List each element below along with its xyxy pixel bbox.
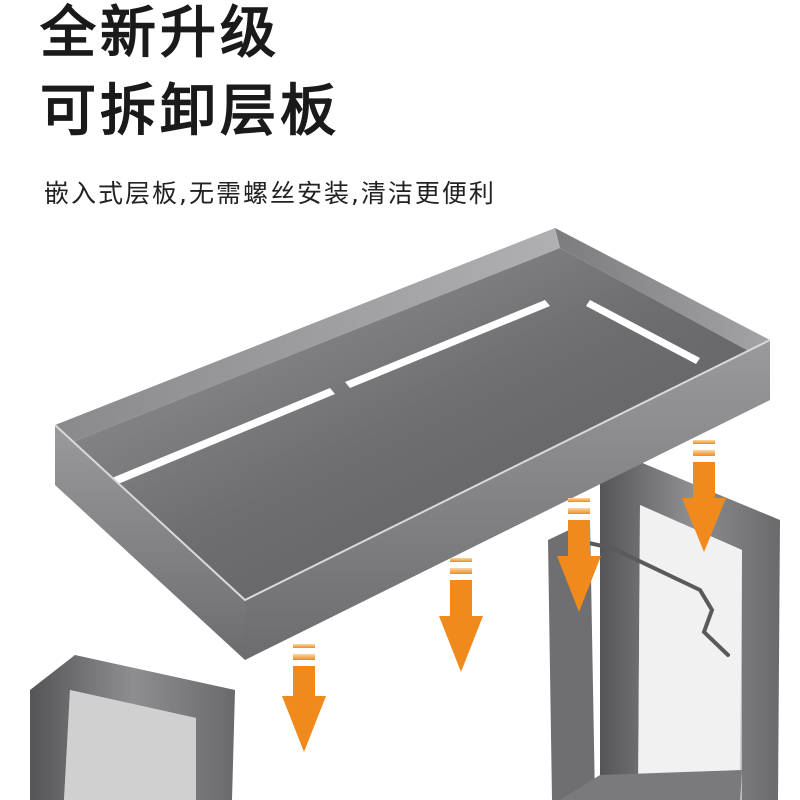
down-arrow-icon bbox=[439, 558, 483, 672]
subline-text: 嵌入式层板,无需螺丝安装,清洁更便利 bbox=[44, 179, 496, 208]
down-arrow-icon bbox=[557, 498, 601, 612]
headline-line-2: 可拆卸层板 bbox=[40, 79, 340, 144]
down-arrow-icon bbox=[282, 644, 326, 752]
down-arrow-icon bbox=[682, 440, 726, 552]
headline-line-1: 全新升级 bbox=[40, 1, 280, 66]
removable-shelf-tray bbox=[54, 228, 771, 660]
left-frame bbox=[30, 655, 235, 800]
right-frame bbox=[548, 462, 780, 800]
